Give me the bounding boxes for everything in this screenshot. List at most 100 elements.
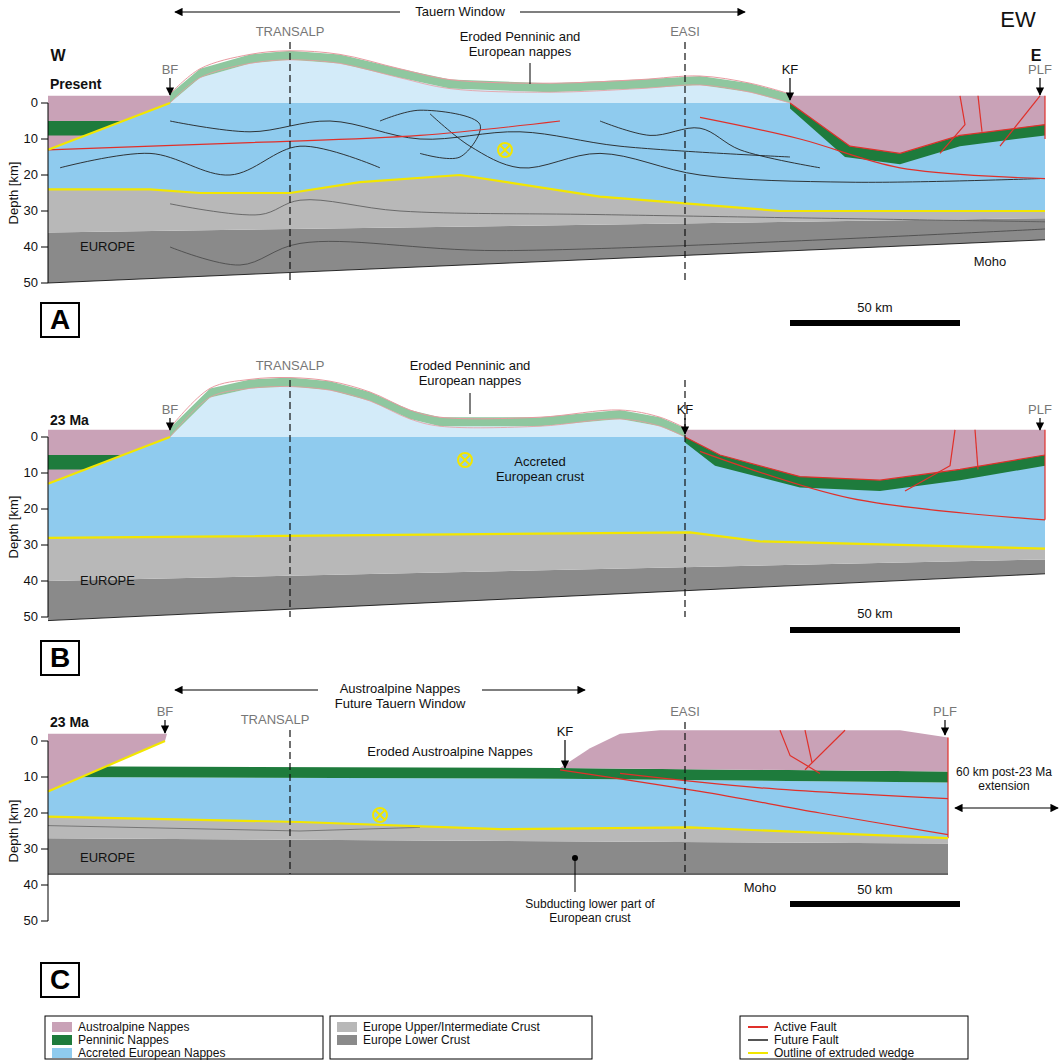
legend-text: Future Fault [774, 1033, 839, 1047]
wedge-outline [48, 741, 165, 791]
moho-line [48, 240, 1045, 283]
transport-symbol [373, 808, 387, 822]
tick-label: 40 [24, 574, 38, 589]
tick-label: 30 [24, 204, 38, 219]
legend-frame [45, 1016, 323, 1059]
panel-letter: C [50, 964, 70, 996]
tick-label: 0 [31, 734, 38, 749]
legend-swatch [52, 1022, 72, 1032]
wedge-outline [48, 817, 948, 839]
fault-line [940, 96, 965, 154]
scale-bar [790, 901, 960, 907]
fault-line [1044, 96, 1045, 139]
annotation-label: PLF [1028, 403, 1052, 418]
fold-line [600, 121, 820, 168]
fault-line [805, 730, 812, 762]
fault-pointer [944, 720, 945, 735]
annotation-label: EASI [670, 25, 700, 40]
accreted-crust [48, 777, 948, 838]
annotation-label: Eroded Penninic and European nappes [445, 30, 595, 60]
extent-arrow [520, 11, 745, 12]
fault-line [975, 430, 978, 470]
depth-tick [41, 175, 48, 176]
annotation-label: EUROPE [80, 240, 135, 255]
annotation-label: PLF [933, 705, 957, 720]
legend-swatch [337, 1035, 357, 1045]
moho-line [48, 574, 1045, 621]
depth-axis [48, 741, 49, 921]
annotation-label: TRANSALP [241, 713, 310, 728]
annotation-label: TRANSALP [256, 359, 325, 374]
annotation-label: 23 Ma [50, 714, 89, 730]
fault-pointer [1039, 78, 1040, 95]
annotation-label: PLF [1028, 63, 1052, 78]
moho-line [48, 874, 948, 875]
fault-line [978, 96, 982, 132]
legend-frame [740, 1016, 968, 1059]
wedge-outline [48, 103, 170, 150]
legend-text: Outline of extruded wedge [774, 1046, 914, 1060]
legend-text: Austroalpine Nappes [78, 1020, 189, 1034]
depth-tick [41, 777, 48, 778]
fault-line [685, 437, 1045, 480]
wedge-outline [48, 175, 1045, 211]
annotation-label: KF [782, 63, 799, 78]
annotation-label: Accreted European crust [485, 455, 595, 485]
fault-pointer [164, 720, 165, 733]
austroalpine-nappes [790, 96, 1045, 154]
depth-tick [41, 211, 48, 212]
legend-line-sample [748, 1039, 768, 1041]
fault-line [780, 730, 820, 773]
fault-pointer [684, 418, 685, 434]
austroalpine-nappes [48, 96, 172, 150]
penninic-nappes [790, 103, 1045, 164]
fault-line [700, 451, 1045, 519]
wedge-outline [48, 532, 1045, 548]
panel-letter-box: B [40, 640, 80, 676]
annotation-label: Subducting lower part of European crust [510, 898, 670, 926]
tick-label: 50 [24, 914, 38, 929]
legend-swatch [337, 1022, 357, 1032]
extension-arrow [955, 807, 1058, 808]
annotation-label: TRANSALP [256, 25, 325, 40]
tick-label: 50 [24, 610, 38, 625]
annotation-label: EASI [670, 705, 700, 720]
scale-bar [790, 320, 960, 326]
depth-tick [41, 581, 48, 582]
depth-axis [48, 103, 49, 283]
austroalpine-nappes [48, 734, 167, 792]
annotation-label: Austroalpine Nappes Future Tauern Window [325, 682, 475, 712]
leader-line [530, 63, 531, 84]
profile-line [684, 722, 685, 874]
annotation-label: 50 km [857, 883, 892, 898]
annotation-label: EUROPE [80, 851, 135, 866]
annotation-label: BF [162, 403, 179, 418]
annotation-label: Moho [744, 881, 777, 896]
legend-swatch [52, 1035, 72, 1045]
axis-title: Depth [km] [7, 496, 22, 559]
depth-tick [41, 139, 48, 140]
legend-text: Europe Upper/Intermediate Crust [363, 1020, 540, 1034]
tick-label: 40 [24, 240, 38, 255]
scale-bar [790, 627, 960, 633]
annotation-label: KF [557, 725, 574, 740]
annotation-label: 60 km post-23 Ma extension [950, 766, 1058, 794]
depth-tick [41, 247, 48, 248]
panel-letter: A [50, 304, 70, 336]
annotation-label: EUROPE [80, 574, 135, 589]
wedge-outline [48, 437, 170, 484]
legend-frame [330, 1016, 592, 1059]
tick-label: 50 [24, 276, 38, 291]
fault-line [790, 103, 1045, 153]
annotation-label: Tauern Window [415, 5, 505, 20]
profile-line [289, 730, 290, 874]
legend-text: Penninic Nappes [78, 1033, 169, 1047]
fault-line [1000, 96, 1040, 146]
profile-line [289, 42, 290, 283]
transport-symbol [498, 143, 512, 157]
penninic-nappes [48, 121, 123, 135]
tick-label: 10 [24, 466, 38, 481]
depth-tick [41, 617, 48, 618]
legend-line-sample [748, 1052, 768, 1054]
tick-label: 0 [31, 96, 38, 111]
